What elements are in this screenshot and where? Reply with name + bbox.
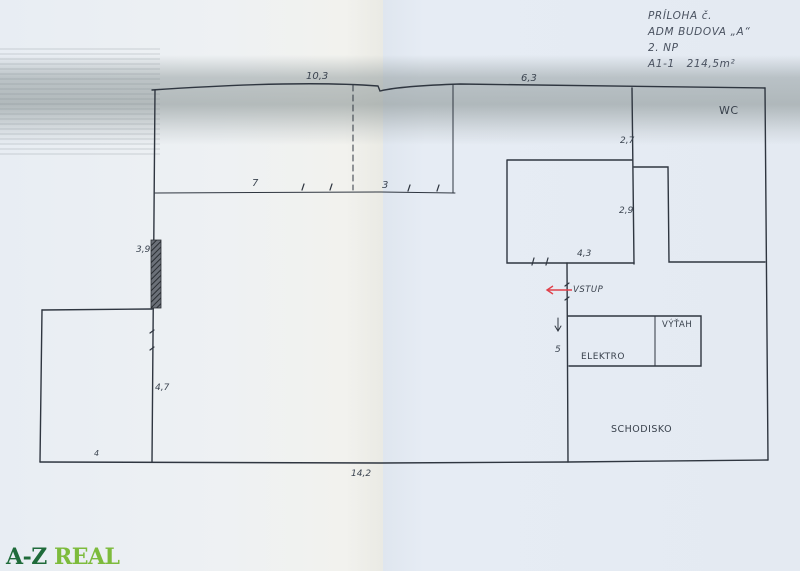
- inner-line: [154, 191, 456, 194]
- scan-smudge-band: [0, 55, 800, 145]
- dim-left-wing-height: 4,7: [155, 383, 170, 393]
- left-wing-top: [41, 308, 153, 311]
- dim-top-left-width: 10,3: [306, 71, 329, 82]
- dim-top-right-width: 6,3: [521, 73, 537, 84]
- dim-left-wing-width: 4: [94, 449, 100, 458]
- dim-core-right-lower: 2,9: [619, 206, 634, 216]
- wc-inner: [633, 166, 766, 263]
- room-label-elevator: VÝŤAH: [662, 320, 693, 330]
- dim-core-right-upper: 2,7: [620, 136, 635, 146]
- tick-marks: [149, 183, 570, 351]
- wc-partition: [631, 87, 635, 265]
- az-real-logo: A-Z REAL: [6, 544, 120, 570]
- core-room: [506, 159, 635, 264]
- room-label-electro: ELEKTRO: [581, 352, 625, 362]
- room-label-staircase: SCHODISKO: [611, 424, 673, 435]
- room-label-entrance: VSTUP: [573, 285, 604, 295]
- dim-core-bottom: 4,3: [577, 249, 592, 259]
- dim-left-wall-upper: 3,9: [136, 245, 151, 255]
- dim-stair-side: 5: [555, 345, 561, 355]
- unit-id: A1-1: [648, 58, 675, 70]
- header-line-unit: A1-1 214,5m²: [648, 56, 750, 72]
- left-wing-left: [39, 309, 43, 463]
- header-line-attachment: PRÍLOHA č.: [648, 10, 713, 22]
- stair-arrow: [554, 317, 562, 332]
- elektro-box: [567, 315, 702, 367]
- dim-inner-segment-b: 3: [382, 180, 389, 191]
- bottom-wall: [39, 459, 769, 464]
- unit-area: 214,5m²: [686, 58, 736, 70]
- logo-az: A-Z: [6, 544, 47, 570]
- hatched-wall-segment: [150, 239, 162, 309]
- dim-inner-segment-a: 7: [252, 178, 259, 189]
- document-header-note: PRÍLOHA č. ADM BUDOVA „A“ 2. NP A1-1 214…: [648, 8, 750, 72]
- header-line-floor: 2. NP: [648, 42, 679, 54]
- room-label-wc: WC: [719, 104, 739, 117]
- header-line-building: ADM BUDOVA „A“: [648, 26, 751, 38]
- logo-real: REAL: [53, 544, 120, 570]
- corridor-wall: [566, 262, 569, 463]
- scan-smudge-left: [0, 45, 160, 155]
- dim-bottom-total: 14,2: [351, 469, 372, 479]
- top-wall: [151, 83, 766, 92]
- right-wall: [764, 87, 769, 461]
- entrance-arrow-icon: [545, 285, 572, 295]
